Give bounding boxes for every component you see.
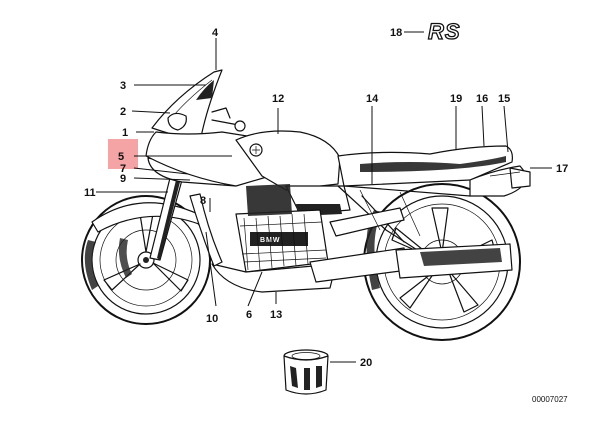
front-wheel [81, 195, 211, 325]
callout-7[interactable]: 7 [120, 163, 126, 175]
callouts: 1 2 3 4 5 6 7 8 9 10 11 12 13 14 15 16 1… [84, 27, 568, 369]
callout-1[interactable]: 1 [122, 127, 128, 139]
svg-text:RS: RS [428, 19, 461, 44]
callout-18[interactable]: 18 [390, 27, 402, 39]
item-20-sleeve-drawing [283, 349, 329, 395]
exhaust [309, 243, 513, 283]
callout-3[interactable]: 3 [120, 80, 126, 92]
callout-6[interactable]: 6 [246, 309, 252, 321]
diagram-reference-number: 00007027 [532, 395, 568, 404]
callout-4[interactable]: 4 [212, 27, 219, 39]
callout-5-highlight[interactable] [108, 139, 138, 169]
callout-5[interactable]: 5 [118, 151, 124, 163]
callout-10[interactable]: 10 [206, 313, 218, 325]
callout-20[interactable]: 20 [360, 357, 372, 369]
callout-15[interactable]: 15 [498, 93, 510, 105]
rs-emblem: RS [427, 18, 461, 44]
engine: BMW [235, 184, 329, 273]
motorcycle-illustration: BMW [81, 69, 531, 341]
callout-9[interactable]: 9 [120, 173, 126, 185]
callout-8[interactable]: 8 [200, 195, 206, 207]
callout-17[interactable]: 17 [556, 163, 568, 175]
callout-19[interactable]: 19 [450, 93, 462, 105]
callout-13[interactable]: 13 [270, 309, 282, 321]
leader-lines [96, 31, 552, 363]
callout-14[interactable]: 14 [366, 93, 379, 105]
callout-2[interactable]: 2 [120, 106, 126, 118]
callout-12[interactable]: 12 [272, 93, 284, 105]
callout-16[interactable]: 16 [476, 93, 488, 105]
callout-11[interactable]: 11 [84, 187, 96, 199]
